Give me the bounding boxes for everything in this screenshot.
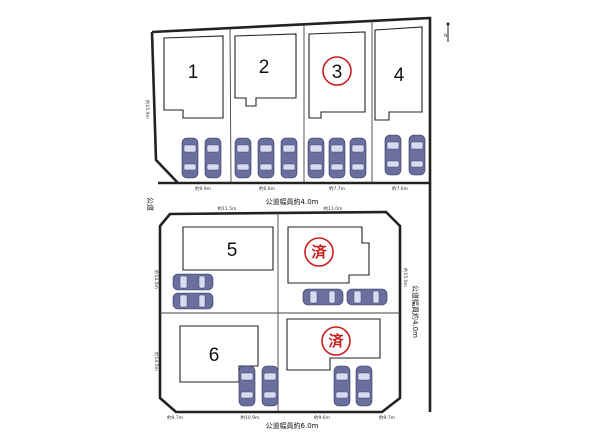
car-icon [257,137,275,179]
frontage-label: 約7.7m [329,185,345,192]
parking-lot-5 [172,273,214,310]
parking-lot-1 [181,137,222,179]
car-icon [181,137,199,179]
north-mark: N [444,33,447,39]
side-label: 約14.5m [153,352,160,371]
car-icon [172,292,214,310]
building-lot-5 [182,226,274,271]
road-label-left: 公道 [146,197,155,211]
upper-block [150,16,432,185]
building-lot-3 [308,31,366,119]
car-icon [333,365,351,407]
car-icon [355,365,373,407]
parking-lot-6b [333,365,373,407]
lot-2-label: 2 [259,57,270,78]
lot-3-label: 3 [332,62,343,83]
parking-lot-3 [307,137,367,179]
car-icon [302,288,344,306]
frontage-label: 約9.7m [167,414,183,421]
frontage-label: 約9.6m [314,414,330,421]
car-icon [307,137,325,179]
frontage-label: 約9.7m [379,414,395,421]
north-arrow: N [444,22,450,42]
frontage-label: 約9.9m [195,185,211,192]
sold-mark-6b: 済 [328,332,344,350]
road-label-lower: 公道幅員約6.0m [266,421,319,430]
lot-6b-circle [321,326,351,356]
car-icon [384,134,402,176]
car-icon [280,137,298,179]
frontage-label: 約11.0m [324,205,343,212]
lot-4-label: 4 [394,65,405,86]
car-icon [261,365,279,407]
side-label: 約15.9m [144,100,151,119]
building-lot-4 [374,26,423,121]
sold-mark-5b: 済 [311,243,327,261]
parking-lot-6 [238,365,279,407]
car-icon [328,137,346,179]
parking-lot-5b [302,288,388,306]
car-icon [346,288,388,306]
building-lot-5b [287,226,370,284]
car-icon [238,365,256,407]
building-lot-1 [163,35,224,119]
side-label: 約15.0m [402,268,409,287]
road-label-upper: 公道幅員約4.0m [266,197,319,206]
road-label-right: 公道幅員約4.0m [411,285,420,338]
car-icon [408,134,426,176]
lot-5-label: 5 [227,240,238,261]
car-icon [172,273,214,291]
frontage-label: 約7.6m [392,185,408,192]
building-lot-6b [286,318,381,371]
car-icon [349,137,367,179]
frontage-label: 約6.6m [259,185,275,192]
parking-lot-2 [234,137,298,179]
car-icon [204,137,222,179]
lot-1-label: 1 [188,62,199,83]
lot-5b-circle [304,237,334,267]
car-icon [234,137,252,179]
lot-3-circle [322,56,352,86]
building-lot-2 [234,33,297,107]
lot-6-label: 6 [209,345,220,366]
frontage-label: 約10.9m [241,414,260,421]
frontage-label: 約11.5m [218,205,237,212]
parking-lot-4 [384,134,426,176]
side-label: 約14.5m [153,270,160,289]
building-lot-6 [179,325,259,383]
